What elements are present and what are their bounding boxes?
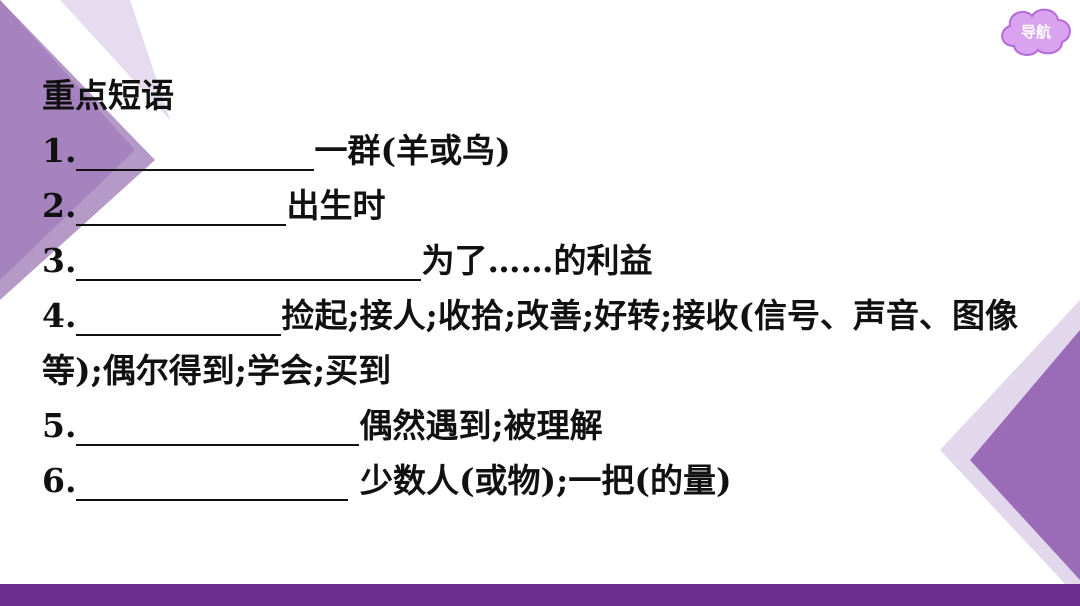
- phrase-list: 重点短语 1. 一群(羊或鸟) 2. 出生时 3. 为了……的利益 4.捡起;接人;收…: [42, 68, 1042, 508]
- answer-blank[interactable]: [76, 404, 360, 446]
- item-number: 2.: [42, 186, 77, 225]
- list-item: 6. 少数人(或物);一把(的量): [42, 453, 1042, 508]
- list-item: 1. 一群(羊或鸟): [42, 123, 1042, 178]
- answer-blank[interactable]: [76, 239, 422, 281]
- item-number: 6.: [42, 461, 77, 500]
- list-item: 4.捡起;接人;收拾;改善;好转;接收(信号、声音、图像等);偶尔得到;学会;买…: [42, 288, 1042, 398]
- answer-blank[interactable]: [76, 459, 349, 501]
- item-number: 1.: [42, 131, 77, 170]
- item-number: 3.: [42, 241, 77, 280]
- cloud-icon: [1001, 8, 1071, 56]
- answer-blank[interactable]: [76, 129, 315, 171]
- item-number: 5.: [42, 406, 77, 445]
- list-item: 5. 偶然遇到;被理解: [42, 398, 1042, 453]
- nav-label: 导航: [1020, 22, 1051, 41]
- footer-bar: [0, 584, 1080, 606]
- item-meaning: 捡起;接人;收拾;改善;好转;接收(信号、声音、图像等);偶尔得到;学会;买到: [42, 296, 1018, 390]
- nav-button[interactable]: 导航: [996, 4, 1076, 58]
- answer-blank[interactable]: [76, 294, 282, 336]
- item-meaning: 偶然遇到;被理解: [359, 406, 603, 445]
- item-meaning: 为了……的利益: [421, 241, 653, 280]
- item-meaning: 一群(羊或鸟): [314, 131, 511, 170]
- answer-blank[interactable]: [76, 184, 287, 226]
- item-meaning: 出生时: [286, 186, 386, 225]
- item-number: 4.: [42, 296, 77, 335]
- page-title: 重点短语: [42, 76, 174, 115]
- list-item: 2. 出生时: [42, 178, 1042, 233]
- list-item: 3. 为了……的利益: [42, 233, 1042, 288]
- item-meaning: 少数人(或物);一把(的量): [348, 461, 732, 500]
